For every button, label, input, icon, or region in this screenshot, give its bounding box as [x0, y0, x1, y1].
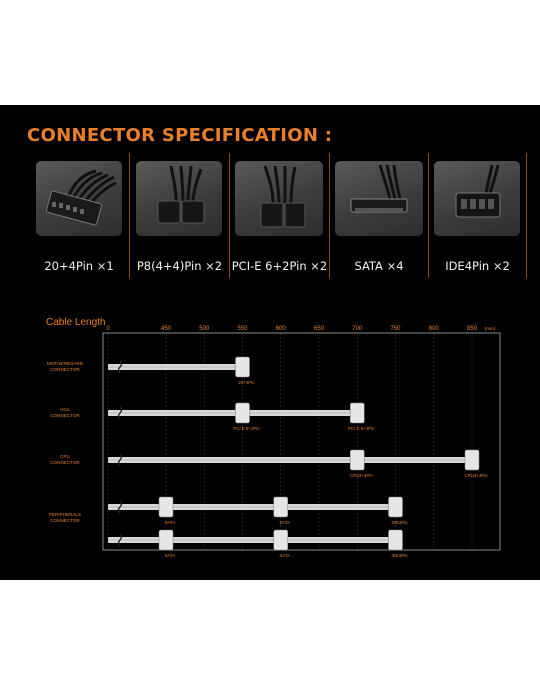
cable-length-title: Cable Length — [46, 317, 106, 328]
plug-shape — [235, 402, 250, 424]
plug-shape — [158, 496, 174, 518]
axis-tick-label: 600 — [276, 326, 287, 332]
axis-tick-label: 650 — [314, 326, 325, 332]
row-side-label: CONNECTOR — [50, 518, 80, 523]
plug-label: PCI E 6+2Pin — [233, 426, 260, 431]
cable-break-mark — [117, 533, 123, 547]
plug-label: SATA — [165, 553, 176, 558]
plug-label: 20+4Pin — [238, 380, 255, 385]
row-side-label: CPU — [60, 454, 70, 459]
row-side-label: MOTHERBOARD — [47, 361, 84, 366]
plug-shape — [464, 449, 480, 471]
row-side-label: CONNECTOR — [50, 413, 80, 418]
cable-length-diagram: 0 450 500 550 600 650 700 750 800 850 (mm) MOTHERBO… — [47, 326, 501, 558]
axis-unit-label: (mm) — [485, 326, 496, 331]
plug-shape — [273, 529, 289, 551]
connector-box-sata: SATA ×4 — [330, 153, 429, 278]
row-side-label: CONNECTOR — [50, 460, 80, 465]
connector-label-eps: P8(4+4)Pin ×2 — [136, 259, 223, 273]
connector-label-24pin: 20+4Pin ×1 — [44, 259, 114, 273]
plug-shape — [388, 496, 403, 518]
molex-4pin-connector-icon — [434, 161, 520, 236]
plug-label: SATA — [165, 520, 176, 525]
axis-tick-label: 450 — [161, 326, 172, 332]
plug-label: SATA — [279, 553, 290, 558]
row-side-label: VGA — [60, 407, 71, 412]
plug-label: CPU4+4Pin — [350, 473, 374, 478]
axis-tick-label: 500 — [199, 326, 210, 332]
connector-label-molex: IDE4Pin ×2 — [445, 259, 510, 273]
axis-tick-label: 750 — [390, 326, 401, 332]
sata-connector-icon — [335, 161, 423, 236]
spec-panel: CONNECTOR SPECIFICATION : 20+4Pin ×1 — [0, 105, 540, 580]
plug-label: IDE4Pin — [391, 553, 408, 558]
plug-shape — [388, 529, 403, 551]
connector-label-pcie: PCI-E 6+2Pin ×2 — [231, 259, 328, 273]
row-side-label: CONNECTOR — [50, 367, 80, 372]
connector-label-sata: SATA ×4 — [354, 259, 404, 273]
plug-shape — [273, 496, 289, 518]
section-heading: CONNECTOR SPECIFICATION : — [27, 125, 333, 146]
axis-tick-label: 550 — [237, 326, 248, 332]
pcie-8pin-connector-icon — [235, 161, 323, 236]
connector-box-molex: IDE4Pin ×2 — [429, 153, 527, 278]
cable-break-mark — [117, 500, 123, 514]
atx-24pin-connector-icon — [36, 161, 122, 236]
connector-box-24pin: 20+4Pin ×1 — [29, 153, 130, 278]
cable-break-mark — [117, 453, 123, 467]
diagram-frame — [102, 332, 501, 551]
plug-shape — [349, 449, 365, 471]
plug-label: SATA — [279, 520, 290, 525]
eps-8pin-connector-icon — [136, 161, 222, 236]
connector-box-pcie: PCI-E 6+2Pin ×2 — [230, 153, 330, 278]
axis-tick-label: 0 — [106, 326, 110, 332]
plug-label: CPU4+4Pin — [464, 473, 488, 478]
plug-label: IDE4Pin — [391, 520, 408, 525]
plug-shape — [235, 356, 250, 378]
axis-tick-label: 700 — [352, 326, 363, 332]
cable-break-mark — [117, 406, 123, 420]
plug-shape — [349, 402, 365, 424]
plug-shape — [158, 529, 174, 551]
axis-tick-label: 800 — [429, 326, 440, 332]
connector-box-eps: P8(4+4)Pin ×2 — [130, 153, 230, 278]
row-side-label: PERIPHERALS — [49, 512, 81, 517]
cable-break-mark — [117, 360, 123, 374]
plug-label: PCI E 6+2Pin — [348, 426, 375, 431]
axis-tick-label: 850 — [467, 326, 478, 332]
